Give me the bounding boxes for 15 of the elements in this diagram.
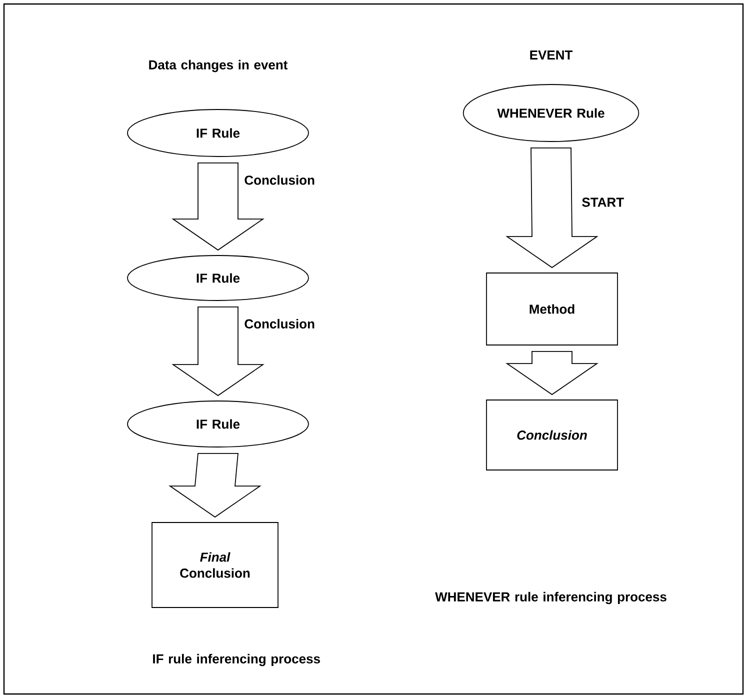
caption-text: WHENEVER rule inferencing process: [435, 592, 666, 604]
block-arrow: [506, 351, 598, 396]
caption-text: Data changes in event: [149, 60, 288, 72]
edge-label: Conclusion: [243, 174, 316, 186]
process-box: Method: [486, 272, 618, 346]
process-box: Conclusion: [486, 400, 618, 470]
caption-text: EVENT: [530, 50, 573, 60]
block-arrow: [172, 162, 264, 251]
caption-text: IF rule inferencing process: [153, 654, 320, 666]
block-arrow: [506, 148, 598, 268]
edge-label: START: [580, 196, 626, 208]
process-box: Final Conclusion: [152, 522, 278, 608]
block-arrow: [168, 453, 262, 518]
block-arrow: [172, 306, 264, 396]
edge-label: Conclusion: [243, 318, 316, 330]
